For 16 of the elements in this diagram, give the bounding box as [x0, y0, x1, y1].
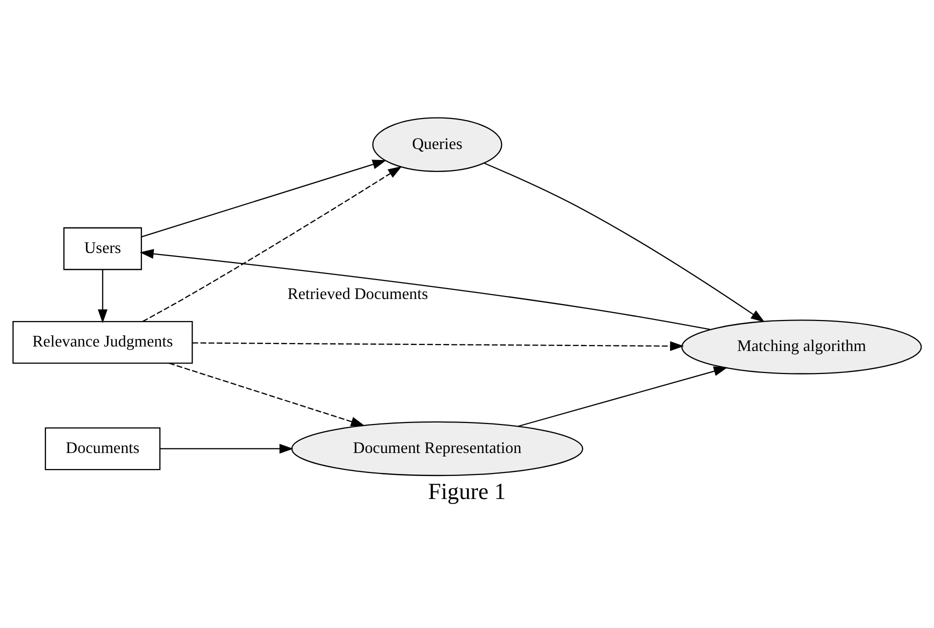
node-ellipse: Matching algorithm [681, 320, 922, 374]
arrow [140, 249, 710, 330]
node-box: Users [63, 227, 142, 270]
arrow [484, 162, 765, 322]
edge-label: Retrieved Documents [287, 286, 428, 303]
arrow [141, 160, 386, 238]
arrow [192, 341, 684, 351]
arrow [98, 270, 108, 324]
arrow [168, 362, 365, 426]
node-ellipse: Document Representation [291, 421, 584, 476]
arrow [518, 366, 728, 427]
node-box: Documents [44, 427, 160, 470]
arrow [142, 166, 402, 322]
arrow [160, 444, 294, 454]
node-box: Relevance Judgments [12, 320, 193, 364]
caption: Figure 1 [428, 478, 506, 505]
